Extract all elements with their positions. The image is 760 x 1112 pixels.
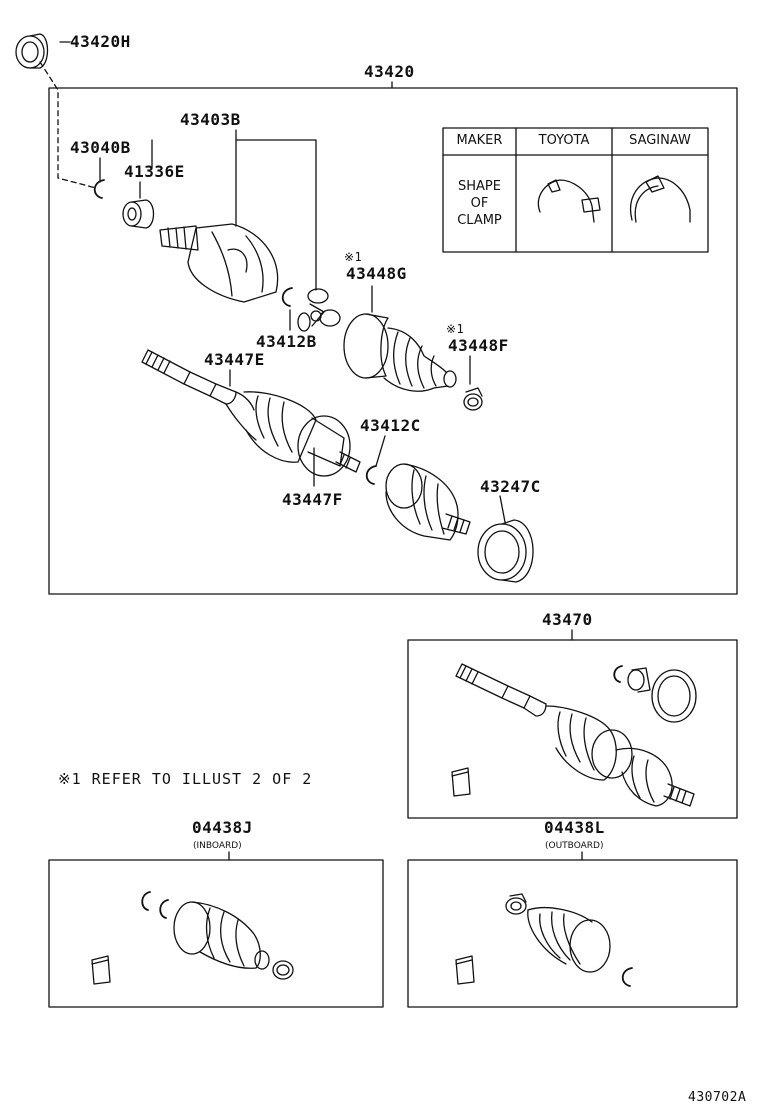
- inboard-kit-drawing: [92, 892, 293, 984]
- label-04438L: 04438L: [544, 818, 605, 837]
- outboard-kit-drawing: [456, 894, 632, 986]
- outboard-boot: [386, 464, 470, 540]
- ref-mark: ※1: [344, 250, 363, 264]
- leader-lines: [40, 42, 582, 860]
- clamp-table-grid: [443, 128, 708, 252]
- label-43420: 43420: [364, 62, 415, 81]
- table-row-label: SHAPE OF CLAMP: [443, 178, 516, 229]
- outboard-kit-frame: [408, 860, 737, 1007]
- table-header-maker: MAKER: [456, 133, 503, 148]
- toyota-clamp-icon: [538, 180, 600, 222]
- dust-seal-43420H: [16, 34, 48, 68]
- label-43412B: 43412B: [256, 332, 317, 351]
- snap-ring-43412B: [283, 288, 292, 306]
- row-label-line: SHAPE: [458, 179, 501, 194]
- boot-clamp-43448F: [464, 388, 482, 410]
- label-04438J: 04438J: [192, 818, 253, 837]
- snap-ring-43412C: [367, 466, 376, 484]
- label-43448F: ※1 43448F: [446, 322, 509, 355]
- drive-shaft: [142, 350, 360, 476]
- inboard-joint-43403B: [160, 224, 278, 302]
- saginaw-clamp-icon: [631, 176, 690, 222]
- label-43412C: 43412C: [360, 416, 421, 435]
- inboard-kit-frame: [49, 860, 383, 1007]
- label-43420H: 43420H: [70, 32, 131, 51]
- label-41336E: 41336E: [124, 162, 185, 181]
- label-43247C: 43247C: [480, 477, 541, 496]
- main-assembly-frame: [49, 88, 737, 594]
- tripod-joint: [298, 289, 340, 331]
- illustration-code: 430702A: [688, 1090, 747, 1105]
- assembly-43470-drawing: [452, 664, 696, 806]
- label-43448G: ※1 43448G: [344, 250, 407, 283]
- label-43448G-text: 43448G: [346, 264, 407, 283]
- label-43040B: 43040B: [70, 138, 131, 157]
- row-label-line: OF: [470, 196, 489, 211]
- ref-mark: ※1: [446, 322, 465, 336]
- outboard-ring-43247C: [478, 520, 533, 582]
- label-43403B: 43403B: [180, 110, 241, 129]
- bearing-41336E: [123, 200, 154, 228]
- label-43447E: 43447E: [204, 350, 265, 369]
- reference-note: ※1 REFER TO ILLUST 2 OF 2: [58, 770, 313, 788]
- label-inboard: (INBOARD): [193, 841, 242, 851]
- table-header-toyota: TOYOTA: [538, 133, 590, 148]
- snap-ring-43040B: [95, 180, 104, 198]
- label-43470: 43470: [542, 610, 593, 629]
- label-outboard: (OUTBOARD): [545, 841, 604, 851]
- inboard-boot-43448G: [344, 314, 456, 391]
- label-43448F-text: 43448F: [448, 336, 509, 355]
- row-label-line: CLAMP: [457, 213, 502, 228]
- table-header-saginaw: SAGINAW: [629, 133, 691, 148]
- label-43447F: 43447F: [282, 490, 343, 509]
